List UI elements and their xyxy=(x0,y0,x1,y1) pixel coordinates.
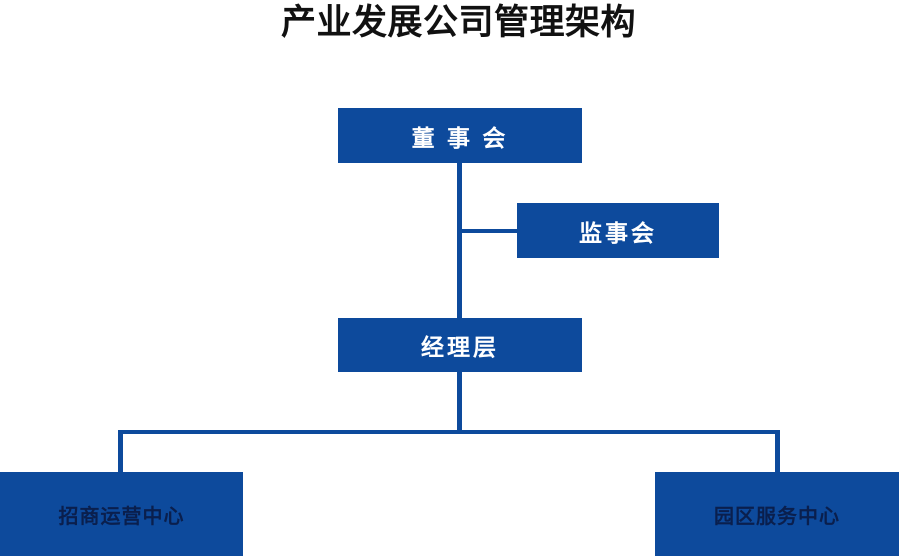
node-park-service-center: 园区服务中心 xyxy=(655,472,899,556)
connector-drop-investment-center xyxy=(118,430,123,472)
connector-to-supervisory-board xyxy=(458,229,518,233)
node-board-of-directors: 董 事 会 xyxy=(338,108,582,163)
page-title: 产业发展公司管理架构 xyxy=(280,3,636,42)
connector-distribution-line xyxy=(118,430,780,434)
node-supervisory-board: 监事会 xyxy=(517,203,719,258)
node-management-level: 经理层 xyxy=(338,318,582,372)
connector-board-to-management xyxy=(457,163,462,318)
node-investment-operations-center: 招商运营中心 xyxy=(0,472,243,556)
connector-drop-park-center xyxy=(775,430,780,472)
connector-management-down xyxy=(457,371,462,431)
